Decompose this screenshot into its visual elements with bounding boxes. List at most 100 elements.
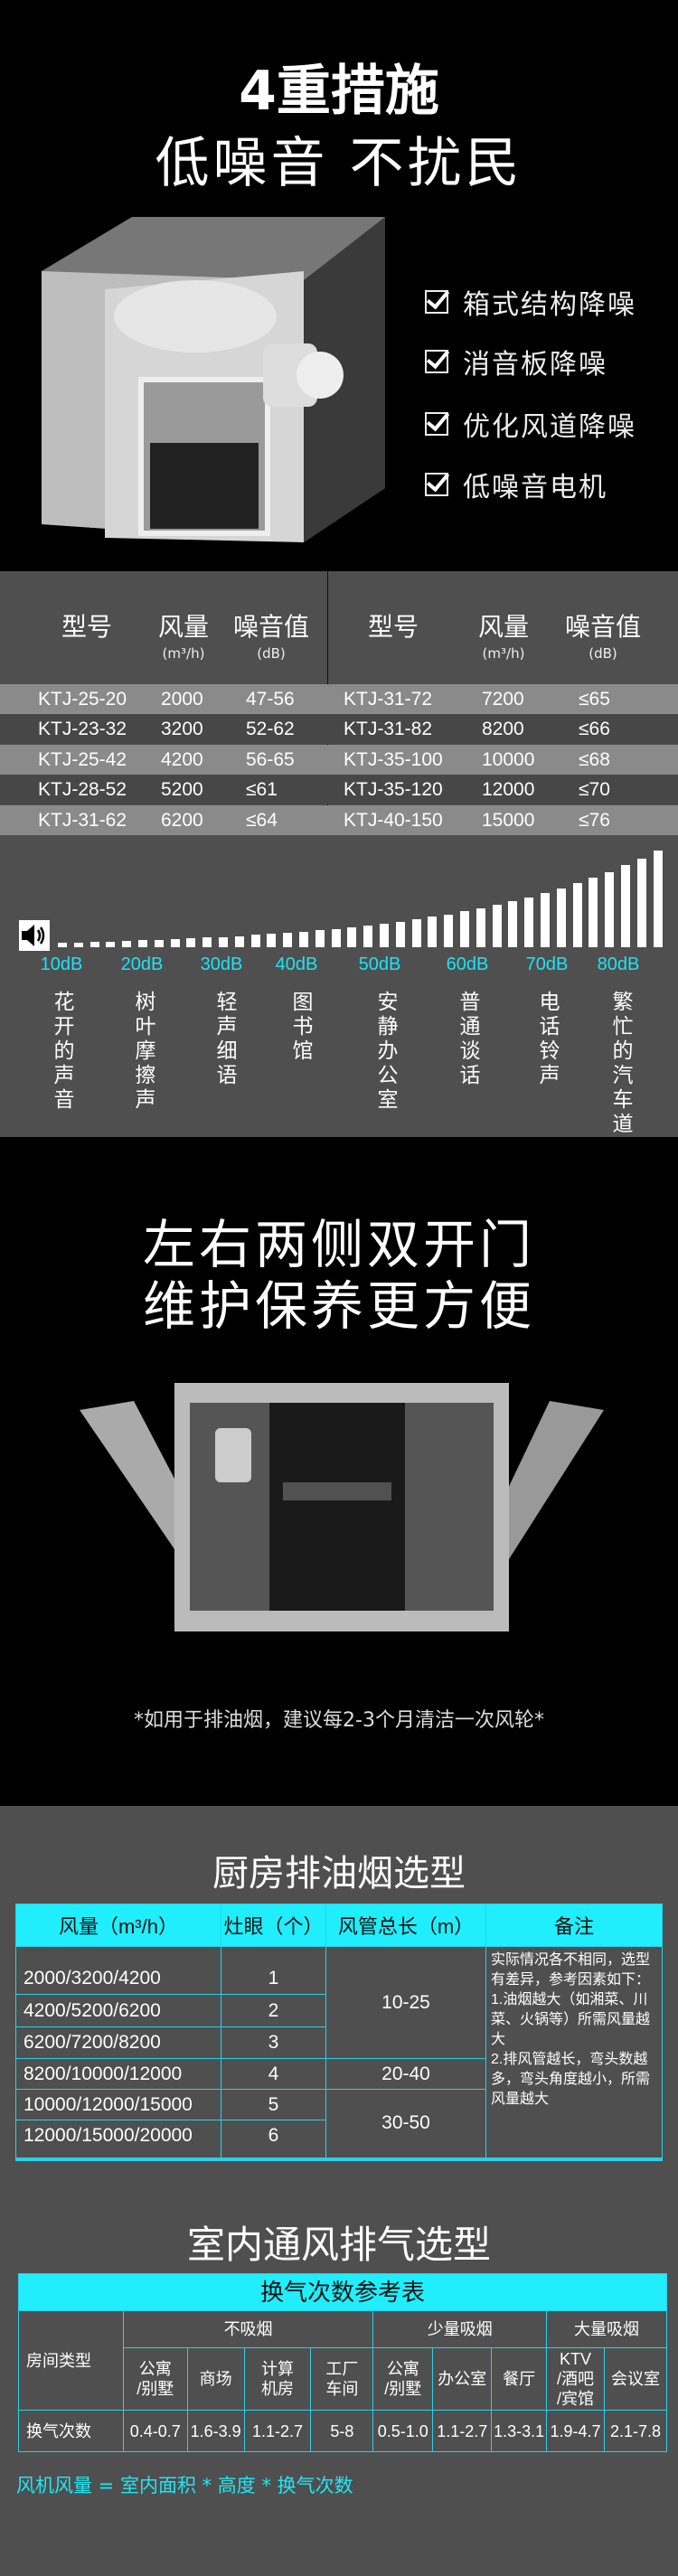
fan-open-doors-image <box>80 1383 604 1631</box>
feature-label: 低噪音电机 <box>463 472 607 503</box>
fan-box-image <box>42 217 385 542</box>
airflow-cell: 7200 <box>482 689 524 710</box>
group-heavy-smoking: 大量吸烟 <box>546 2310 667 2348</box>
noise-level-bar <box>219 936 228 947</box>
room-type-cell: 餐厅 <box>491 2347 548 2411</box>
door-title-line2: 维护保养更方便 <box>142 1275 535 1337</box>
noise-example-label: 安静办公室 <box>373 991 397 1113</box>
noise-level-bar <box>492 905 502 947</box>
header-noise-label: 噪音值 <box>232 612 309 642</box>
model-cell: KTJ-40-150 <box>344 809 443 831</box>
noise-level-bar <box>299 931 308 947</box>
noise-cell: 52-62 <box>246 719 295 740</box>
noise-level-bar <box>138 940 147 947</box>
room-type-cell: KTV /酒吧 /宾馆 <box>546 2347 606 2411</box>
rate-cell: 1.3-3.1 <box>491 2410 548 2452</box>
feature-label: 消音板降噪 <box>463 349 607 381</box>
length-cell: 20-40 <box>325 2058 486 2090</box>
noise-level-bar <box>476 907 485 947</box>
noise-level-bar <box>524 897 534 947</box>
noise-level-bar <box>605 871 615 947</box>
airflow-cell: 3200 <box>161 719 203 740</box>
noise-example-label: 图书馆 <box>288 991 312 1064</box>
noise-hero-section: 4重措施 低噪音 不扰民 箱式结构降噪 消音板降噪 优化风道降噪 低噪音电机 <box>0 0 678 571</box>
airflow-cell: 4200 <box>161 748 203 770</box>
noise-level-bar <box>541 893 550 947</box>
noise-level-bar <box>283 933 293 947</box>
model-cell: KTJ-31-72 <box>344 689 433 710</box>
header-airflow-unit: (m³/h) <box>162 645 205 662</box>
noise-cell: 56-65 <box>246 748 295 770</box>
noise-level-bar <box>170 939 180 947</box>
noise-level-bar <box>428 917 438 947</box>
noise-example-label: 轻声细语 <box>212 991 236 1088</box>
length-cell: 30-50 <box>325 2089 486 2159</box>
stove-cell: 4 <box>221 2058 326 2090</box>
door-title-line1: 左右两侧双开门 <box>142 1214 535 1275</box>
header-noise-unit: (dB) <box>257 645 286 662</box>
model-cell: KTJ-25-20 <box>38 689 127 710</box>
indoor-title: 室内通风排气选型 <box>186 2223 491 2267</box>
noise-level-bar <box>250 935 260 947</box>
airflow-cell: 8200/10000/12000 <box>15 2058 221 2090</box>
noise-level-bar <box>395 921 405 947</box>
hero-subtitle: 低噪音 不扰民 <box>155 132 523 195</box>
cleaning-note: *如用于排油烟，建议每2-3个月清洁一次风轮* <box>134 1709 544 1732</box>
group-no-smoking: 不吸烟 <box>122 2310 374 2348</box>
stove-cell: 3 <box>221 2026 326 2059</box>
airflow-cell: 4200/5200/6200 <box>15 1994 221 2027</box>
table-title: 换气次数参考表 <box>18 2273 667 2311</box>
formula-text: 风机风量 = 室内面积 * 高度 * 换气次数 <box>16 2475 353 2496</box>
double-door-section: 左右两侧双开门 维护保养更方便 *如用于排油烟，建议每2-3个月清洁一次风轮* <box>0 1137 678 1806</box>
rate-cell: 0.5-1.0 <box>372 2410 434 2452</box>
rate-cell: 2.1-7.8 <box>604 2410 667 2452</box>
room-type-cell: 工厂 车间 <box>310 2347 374 2411</box>
noise-example-label: 普通谈话 <box>456 991 479 1088</box>
db-level-label: 10dB <box>40 954 83 974</box>
hero-title: 4重措施 <box>239 60 439 123</box>
header-remark: 备注 <box>485 1904 663 1947</box>
db-level-label: 60dB <box>446 954 489 974</box>
header-noise-unit: (dB) <box>589 645 617 662</box>
header-noise-label: 噪音值 <box>564 612 641 642</box>
airflow-cell: 6200/7200/8200 <box>15 2026 221 2059</box>
remark-cell: 实际情况各不相同，选型有差异，参考因素如下： 1.油烟越大（如湘菜、川菜、火锅等… <box>485 1946 663 2159</box>
header-airflow-right: 风量(m³/h) <box>449 607 558 662</box>
db-level-label: 30dB <box>200 954 243 974</box>
noise-level-bar <box>154 939 164 947</box>
header-airflow-label: 风量 <box>477 612 529 642</box>
noise-cell: 47-56 <box>246 689 295 710</box>
noise-level-bar <box>508 901 518 947</box>
kitchen-table: 风量（m³/h） 灶眼（个） 风管总长（m） 备注 2000/3200/4200… <box>15 1904 663 2161</box>
noise-cell: ≤61 <box>246 779 278 801</box>
room-type-cell: 计算 机房 <box>243 2347 312 2411</box>
feature-airway: 优化风道降噪 <box>425 404 636 444</box>
airflow-cell: 15000 <box>482 809 535 831</box>
feature-label: 优化风道降噪 <box>463 411 636 443</box>
header-airflow: 风量(m³/h) <box>129 607 238 662</box>
model-cell: KTJ-28-52 <box>38 779 127 801</box>
room-type-cell: 公寓 /别墅 <box>372 2347 434 2411</box>
noise-cell: ≤64 <box>246 809 278 831</box>
feature-motor: 低噪音电机 <box>425 465 607 504</box>
airflow-cell: 12000 <box>482 779 535 801</box>
noise-example-label: 繁忙的汽车道 <box>608 991 632 1137</box>
airflow-cell: 12000/15000/20000 <box>15 2120 221 2159</box>
db-level-label: 80dB <box>597 954 640 974</box>
model-cell: KTJ-35-120 <box>344 779 443 801</box>
db-level-label: 40dB <box>275 954 318 974</box>
noise-level-bar <box>331 928 341 947</box>
model-cell: KTJ-23-32 <box>38 719 127 740</box>
noise-level-bar <box>106 941 116 947</box>
checkbox-icon <box>425 350 448 373</box>
airflow-cell: 2000 <box>161 689 203 710</box>
rate-cell: 1.9-4.7 <box>546 2410 606 2452</box>
kitchen-title: 厨房排油烟选型 <box>212 1853 466 1894</box>
noise-level-bar <box>347 926 357 947</box>
model-cell: KTJ-25-42 <box>38 748 127 770</box>
airflow-cell: 6200 <box>161 809 203 831</box>
